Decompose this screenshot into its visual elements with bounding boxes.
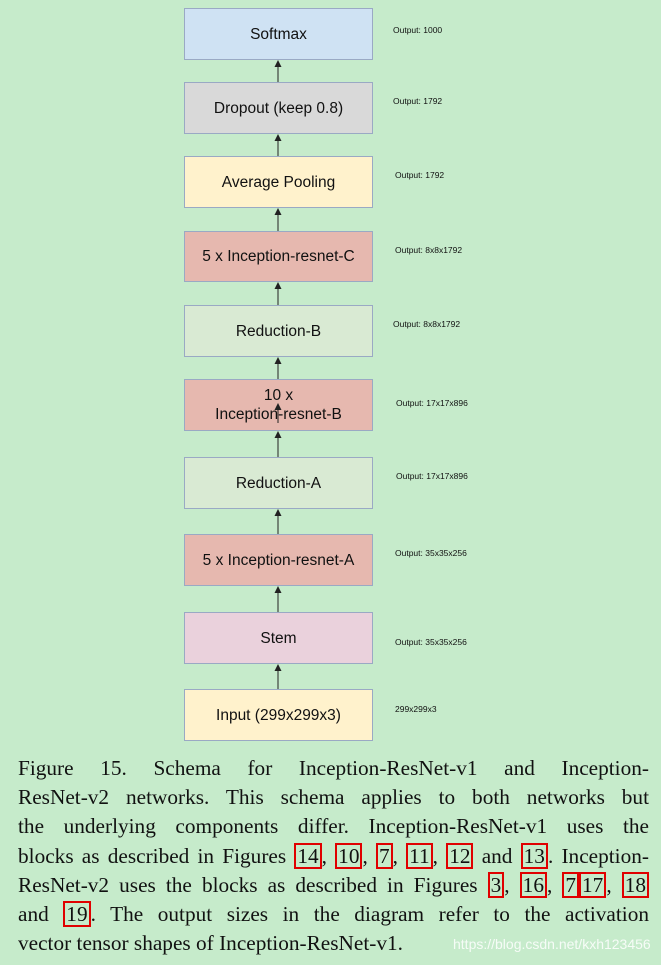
inception-resnet-a-label: 5 x Inception-resnet-A — [202, 551, 355, 569]
dropout-block: Dropout (keep 0.8) — [184, 82, 373, 134]
watermark: https://blog.csdn.net/kxh123456 — [453, 936, 651, 952]
caption-text: . The output sizes in the diagram refer … — [90, 902, 649, 927]
stem-label: Stem — [260, 629, 297, 647]
inception-resnet-b-label-line1: 10 x — [263, 387, 294, 404]
arrow-stem-to-resnet-a — [274, 586, 282, 612]
figure-ref-link[interactable]: 19 — [63, 901, 91, 928]
caption-line-1: Figure 15. Schema for Inception-ResNet-v… — [18, 756, 649, 780]
reduction-a-block: Reduction-A — [184, 457, 373, 509]
figure-ref-link[interactable]: 14 — [294, 842, 322, 869]
caption-line-7: vector tensor shapes of Inception-ResNet… — [18, 931, 403, 956]
softmax-block: Softmax — [184, 8, 373, 60]
inception-resnet-a-output-label: Output: 35x35x256 — [395, 548, 467, 558]
reduction-a-output-label: Output: 17x17x896 — [396, 471, 468, 481]
dropout-output-label: Output: 1792 — [393, 96, 443, 106]
softmax-output-label: Output: 1000 — [393, 25, 443, 35]
figure-ref-link[interactable]: 11 — [406, 842, 433, 869]
inception-resnet-c-block: 5 x Inception-resnet-C — [184, 231, 373, 282]
figure-ref-link[interactable]: 17 — [579, 871, 607, 898]
input-label: Input (299x299x3) — [216, 706, 341, 724]
stem-block: Stem — [184, 612, 373, 664]
reduction-a-label: Reduction-A — [235, 474, 322, 492]
arrow-resnet-b-to-reduction-b — [274, 357, 282, 379]
inception-resnet-a-block: 5 x Inception-resnet-A — [184, 534, 373, 586]
average-pooling-label: Average Pooling — [221, 173, 336, 191]
caption-text: and — [481, 843, 513, 868]
figure-ref-link[interactable]: 3 — [487, 871, 505, 898]
input-output-label: 299x299x3 — [395, 704, 437, 714]
dropout-label: Dropout (keep 0.8) — [213, 99, 344, 117]
reduction-b-output-label: Output: 8x8x1792 — [393, 319, 461, 329]
input-block: Input (299x299x3) — [184, 689, 373, 741]
reduction-b-block: Reduction-B — [184, 305, 373, 357]
figure-ref-link[interactable]: 18 — [621, 871, 649, 898]
inception-resnet-c-output-label: Output: 8x8x1792 — [395, 245, 463, 255]
caption-line-4: blocks as described in Figures 14, 10, 7… — [18, 842, 649, 869]
caption-line-6: and 19. The output sizes in the diagram … — [18, 900, 649, 929]
inception-resnet-b-output-label: Output: 17x17x896 — [396, 398, 468, 408]
figure-ref-link[interactable]: 10 — [335, 842, 363, 869]
arrow-input-to-stem — [274, 664, 282, 689]
average-pooling-output-label: Output: 1792 — [395, 170, 445, 180]
inception-resnet-c-label: 5 x Inception-resnet-C — [202, 248, 355, 265]
softmax-label: Softmax — [250, 25, 307, 43]
figure-ref-link[interactable]: 7 — [375, 842, 393, 869]
arrow-reduction-b-to-resnet-c — [274, 282, 282, 305]
caption-text: ResNet-v2 uses the blocks as described i… — [18, 872, 488, 897]
stem-output-label: Output: 35x35x256 — [395, 637, 467, 647]
arrow-inner-resnet-b — [274, 403, 282, 423]
caption-line-2: ResNet-v2 networks. This schema applies … — [18, 785, 649, 810]
caption-text: . Inception- — [547, 843, 649, 868]
caption-line-3: the underlying components differ. Incept… — [18, 814, 649, 839]
caption-text: and — [18, 902, 64, 927]
arrow-reduction-a-to-resnet-b — [274, 431, 282, 457]
arrow-resnet-c-to-pooling — [274, 208, 282, 231]
caption-text: blocks as described in Figures — [18, 843, 295, 868]
arrow-dropout-to-softmax — [274, 60, 282, 82]
figure-ref-link[interactable]: 7 — [562, 871, 580, 898]
figure-ref-link[interactable]: 13 — [520, 842, 548, 869]
caption-line-5: ResNet-v2 uses the blocks as described i… — [18, 871, 649, 900]
figure-ref-link[interactable]: 12 — [446, 842, 474, 869]
reduction-b-label: Reduction-B — [235, 322, 322, 340]
arrow-pooling-to-dropout — [274, 134, 282, 156]
arrow-resnet-a-to-reduction-a — [274, 509, 282, 534]
average-pooling-block: Average Pooling — [184, 156, 373, 208]
figure-ref-link[interactable]: 16 — [519, 871, 547, 898]
figure-caption: Figure 15. Schema for Inception-ResNet-v… — [18, 754, 649, 958]
